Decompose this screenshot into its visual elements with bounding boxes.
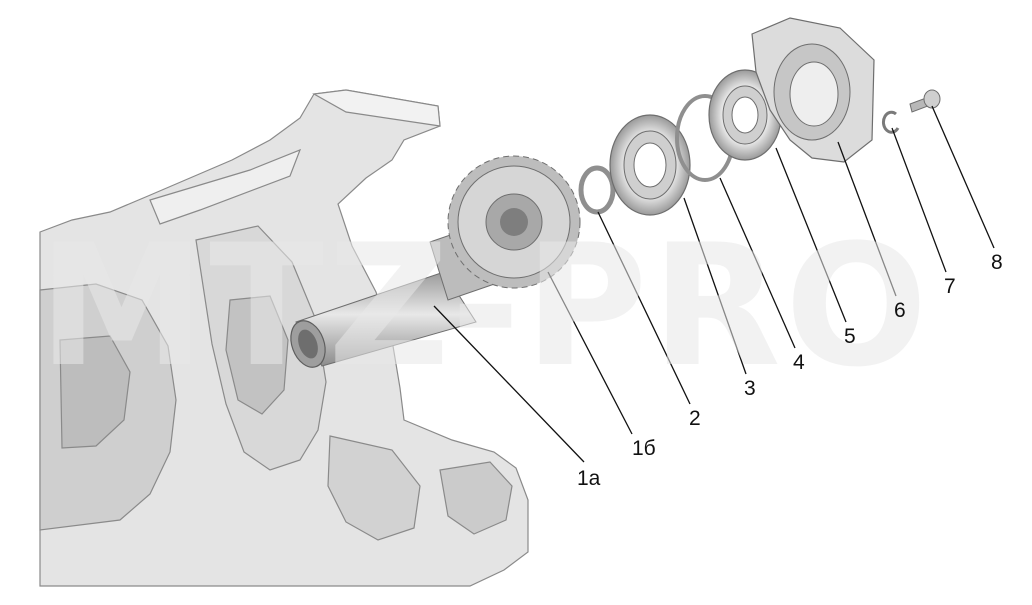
callout-1a: 1а: [577, 467, 601, 490]
flange-cover-part-6: [751, 17, 875, 163]
leader-3: [683, 197, 747, 375]
lock-washer-part-7: [881, 110, 900, 134]
bearing-part-3: [609, 114, 691, 216]
callout-7: 7: [944, 275, 956, 298]
callout-4: 4: [793, 351, 805, 374]
callout-3: 3: [744, 377, 756, 400]
callout-8: 8: [991, 251, 1003, 274]
leader-2: [597, 211, 691, 405]
leader-6: [837, 141, 897, 297]
leader-1b: [547, 271, 633, 435]
callout-1b: 1б: [632, 437, 656, 460]
callout-6: 6: [894, 299, 906, 322]
gear-part-1b: [447, 155, 581, 289]
leader-1a: [433, 305, 585, 463]
snap-ring-part-2: [578, 165, 616, 215]
leader-5: [775, 147, 847, 323]
leader-7: [891, 127, 947, 273]
callout-5: 5: [844, 325, 856, 348]
gearbox-housing: [39, 89, 529, 587]
leader-4: [719, 177, 796, 349]
callout-2: 2: [689, 407, 701, 430]
leader-8: [931, 105, 995, 249]
leader-lines: [433, 105, 995, 463]
bolt-part-8: [909, 89, 941, 113]
